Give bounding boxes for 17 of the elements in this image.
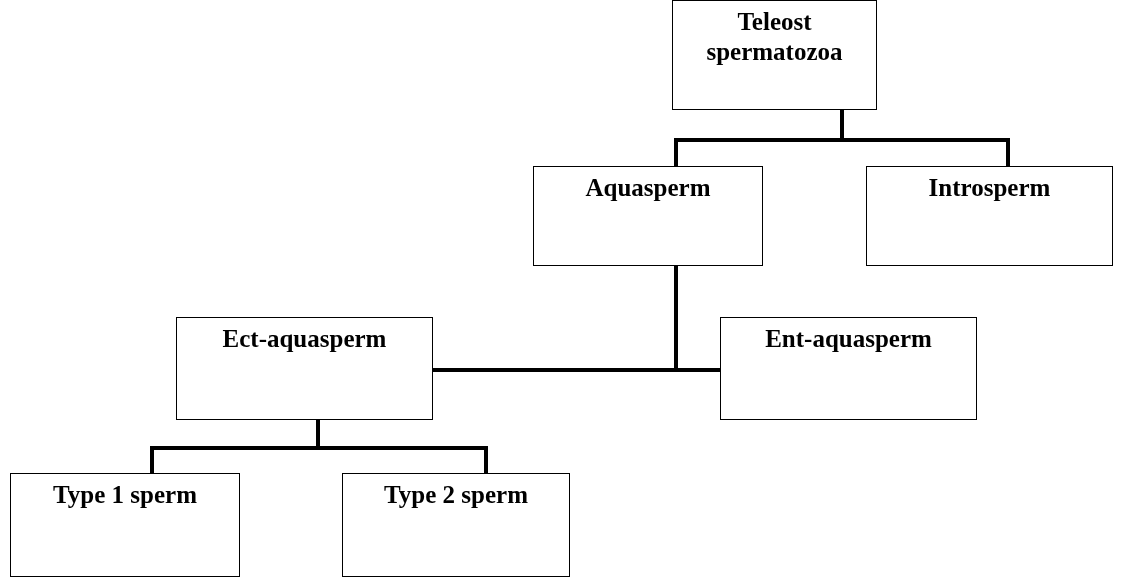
connector-line [316,420,488,473]
connector-line [674,266,720,372]
taxon-box [533,166,763,266]
node-label: Introsperm [928,173,1051,203]
taxon-box [342,473,570,577]
node-label: Ect-aquasperm [222,324,387,354]
connector-line [840,110,1010,166]
taxon-box [866,166,1113,266]
taxon-box [672,0,877,110]
node-label: Teleost spermatozoa [705,7,844,67]
node-label: Ent-aquasperm [765,324,932,354]
node-label: Type 2 sperm [384,480,528,510]
taxon-box [176,317,433,420]
taxon-box [10,473,240,577]
taxon-box [720,317,977,420]
node-label: Type 1 sperm [53,480,197,510]
node-label: Aquasperm [585,173,711,203]
